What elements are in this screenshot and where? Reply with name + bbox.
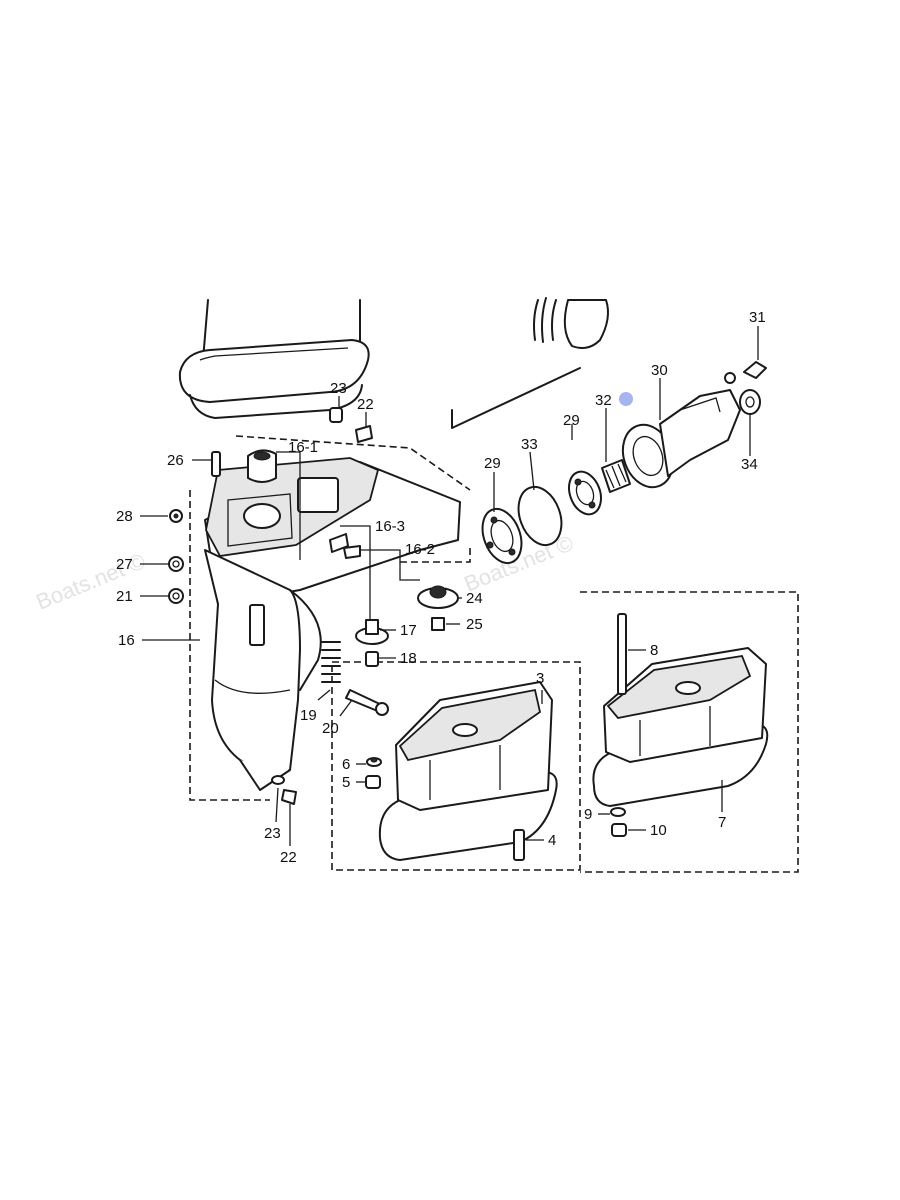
part-23-22-top <box>329 407 373 443</box>
bolt-16-2 <box>343 545 361 559</box>
label-16: 16 <box>118 632 135 649</box>
label-22-top: 22 <box>357 396 374 413</box>
lower-casing-3 <box>378 681 558 861</box>
label-31: 31 <box>749 309 766 326</box>
grommet-24 <box>417 585 459 609</box>
label-32: 32 <box>595 392 612 409</box>
label-16-3: 16-3 <box>375 518 405 535</box>
water-tube-stubs <box>533 297 609 349</box>
bolt-23-22-bottom <box>271 775 297 805</box>
stud-8 <box>617 613 627 695</box>
label-33: 33 <box>521 436 538 453</box>
label-4: 4 <box>548 832 556 849</box>
label-19: 19 <box>300 707 317 724</box>
label-21: 21 <box>116 588 133 605</box>
label-27: 27 <box>116 556 133 573</box>
label-20: 20 <box>322 720 339 737</box>
label-18: 18 <box>400 650 417 667</box>
label-7: 7 <box>718 814 726 831</box>
lower-casing <box>204 457 461 791</box>
label-28: 28 <box>116 508 133 525</box>
label-16-2: 16-2 <box>405 541 435 558</box>
bolt-25 <box>431 617 445 631</box>
bolt-18 <box>365 651 379 667</box>
leader-lines <box>140 326 759 846</box>
label-29-top: 29 <box>563 412 580 429</box>
label-29: 29 <box>484 455 501 472</box>
box-alt-casing <box>580 591 799 873</box>
box-lower-casing <box>331 661 581 871</box>
nut-5 <box>365 775 381 789</box>
drive-shaft-housing <box>178 299 370 419</box>
label-26: 26 <box>167 452 184 469</box>
label-3: 3 <box>536 670 544 687</box>
label-8: 8 <box>650 642 658 659</box>
label-16-1: 16-1 <box>288 439 318 456</box>
label-23-top: 23 <box>330 380 347 397</box>
guide-upper <box>235 435 471 491</box>
label-34: 34 <box>741 456 758 473</box>
label-24: 24 <box>466 590 483 607</box>
bearing-29-left <box>481 507 523 565</box>
nut-21 <box>168 588 184 604</box>
bolt-20 <box>345 689 389 716</box>
washer-6 <box>366 757 382 767</box>
lower-casing-7 <box>592 647 769 807</box>
label-6: 6 <box>342 756 350 773</box>
nut-10 <box>611 823 627 837</box>
label-23-bottom: 23 <box>264 825 281 842</box>
part-26-stud <box>211 451 221 477</box>
label-17: 17 <box>400 622 417 639</box>
label-25: 25 <box>466 616 483 633</box>
reference-line <box>451 367 581 429</box>
washer-28 <box>169 509 183 523</box>
spring-19 <box>321 641 341 683</box>
needle-bearing-32 <box>601 459 631 493</box>
nut-27 <box>168 556 184 572</box>
label-30: 30 <box>651 362 668 379</box>
guide-mid <box>400 548 471 563</box>
label-22-bottom: 22 <box>280 849 297 866</box>
label-5: 5 <box>342 774 350 791</box>
plug-17 <box>355 619 389 645</box>
housing-30 <box>621 389 741 489</box>
part-16-1-shape <box>247 449 277 483</box>
label-9: 9 <box>584 806 592 823</box>
highlight-marker <box>619 392 633 406</box>
washer-9 <box>610 807 626 817</box>
o-ring-33 <box>517 485 563 547</box>
label-10: 10 <box>650 822 667 839</box>
stud-4 <box>513 829 525 861</box>
bolt-31 <box>724 361 767 384</box>
seal-34 <box>739 389 761 415</box>
guide-left <box>189 490 270 801</box>
bearing-29-right <box>568 470 602 516</box>
